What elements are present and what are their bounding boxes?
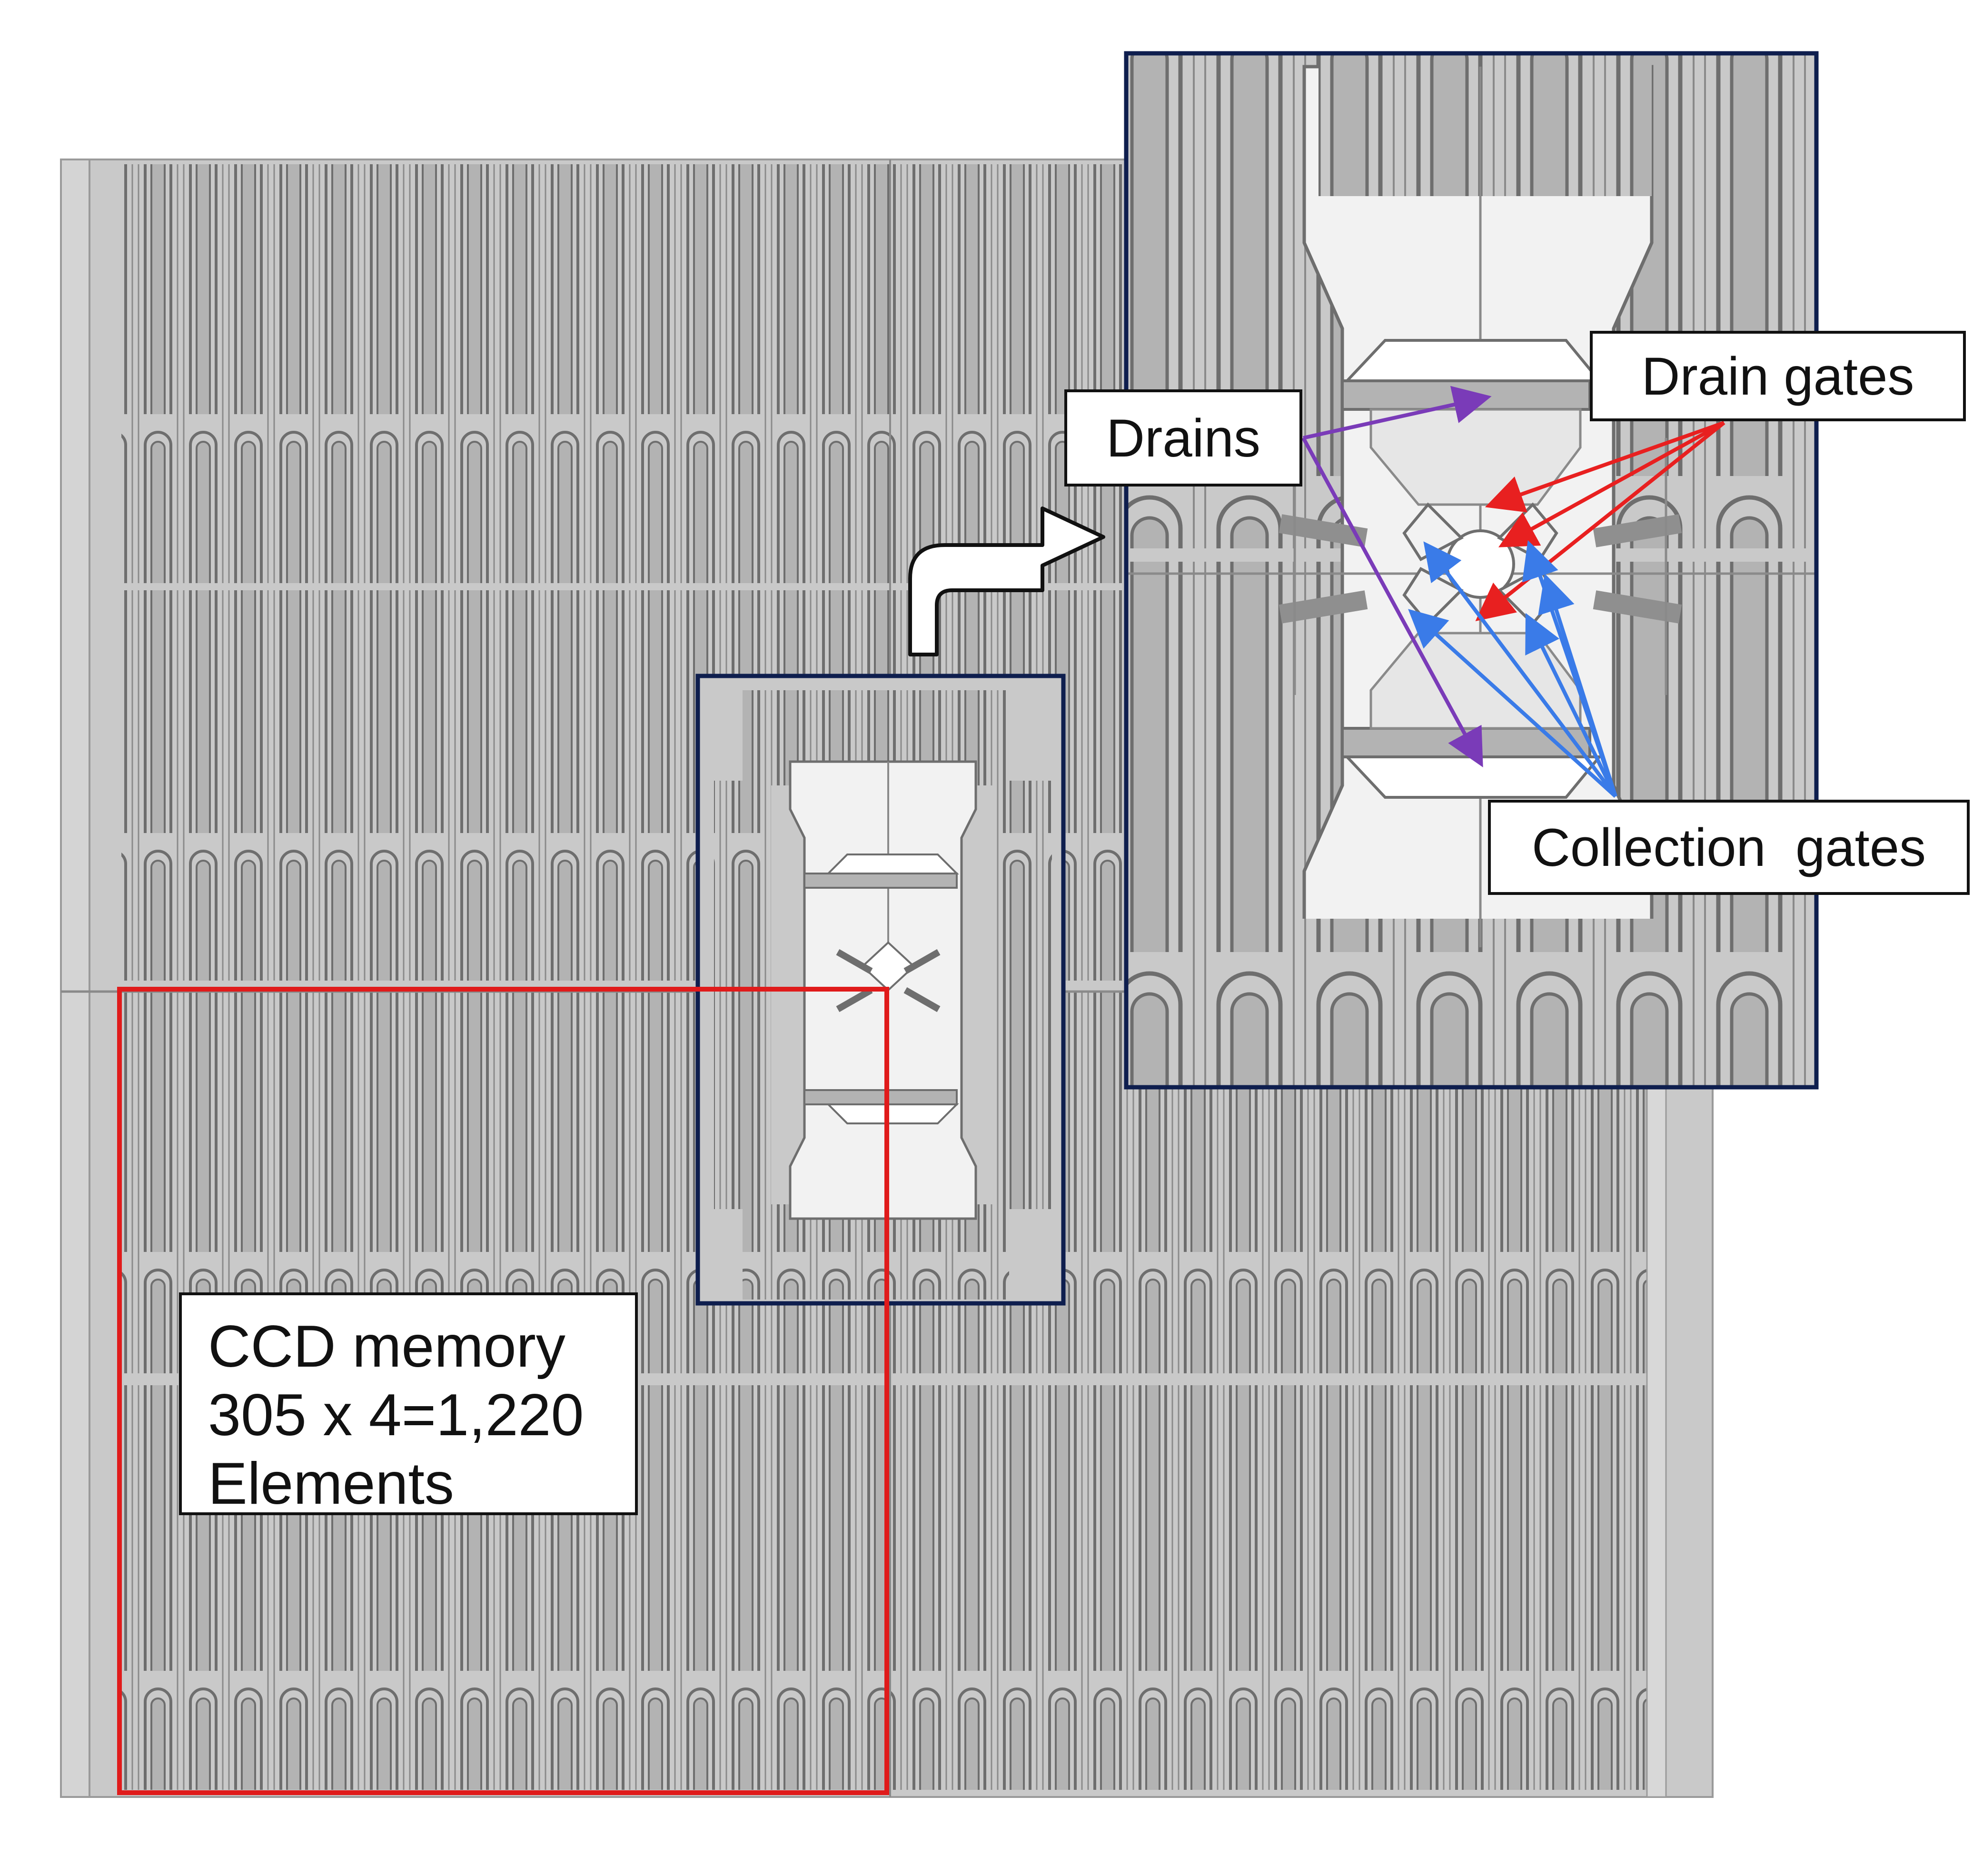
drains-arrow-lower <box>1301 437 1483 768</box>
collection-gates-label: Collection gates <box>1531 817 1926 877</box>
ccd-memory-count: 305 x 4=1,220 <box>208 1382 584 1448</box>
drain-gates-arrows <box>1475 421 1725 621</box>
collection-gates-arrow-4 <box>1525 613 1617 797</box>
collection-gates-label-box: Collection gates <box>1488 800 1970 895</box>
collection-gates-arrows <box>1408 540 1617 798</box>
chip-left-edge-strip <box>60 159 90 1798</box>
zoom-inset-frame <box>1124 51 1819 1090</box>
ccd-memory-unit: Elements <box>208 1451 454 1517</box>
drain-gates-label-box: Drain gates <box>1590 331 1966 421</box>
curved-arrow-right-icon <box>908 506 1105 656</box>
zoom-inset <box>1126 53 1816 1087</box>
ccd-memory-label-box: CCD memory 305 x 4=1,220 Elements <box>179 1292 638 1517</box>
drain-gates-arrow-3 <box>1475 421 1725 621</box>
drain-gates-arrow-2 <box>1498 421 1725 547</box>
collection-gates-arrow-3 <box>1408 609 1617 798</box>
collection-gates-arrow-1 <box>1423 541 1617 798</box>
drains-arrow-upper <box>1303 386 1492 440</box>
collection-gates-arrow-5 <box>1538 573 1617 797</box>
drain-gates-arrow-1 <box>1485 421 1725 513</box>
drains-label-box: Drains <box>1064 389 1302 486</box>
ccd-memory-title: CCD memory <box>208 1314 565 1380</box>
drain-gates-label: Drain gates <box>1641 346 1914 406</box>
drains-arrows <box>1301 386 1492 768</box>
ccd-memory-frame <box>117 987 889 1795</box>
drains-label: Drains <box>1106 408 1260 468</box>
